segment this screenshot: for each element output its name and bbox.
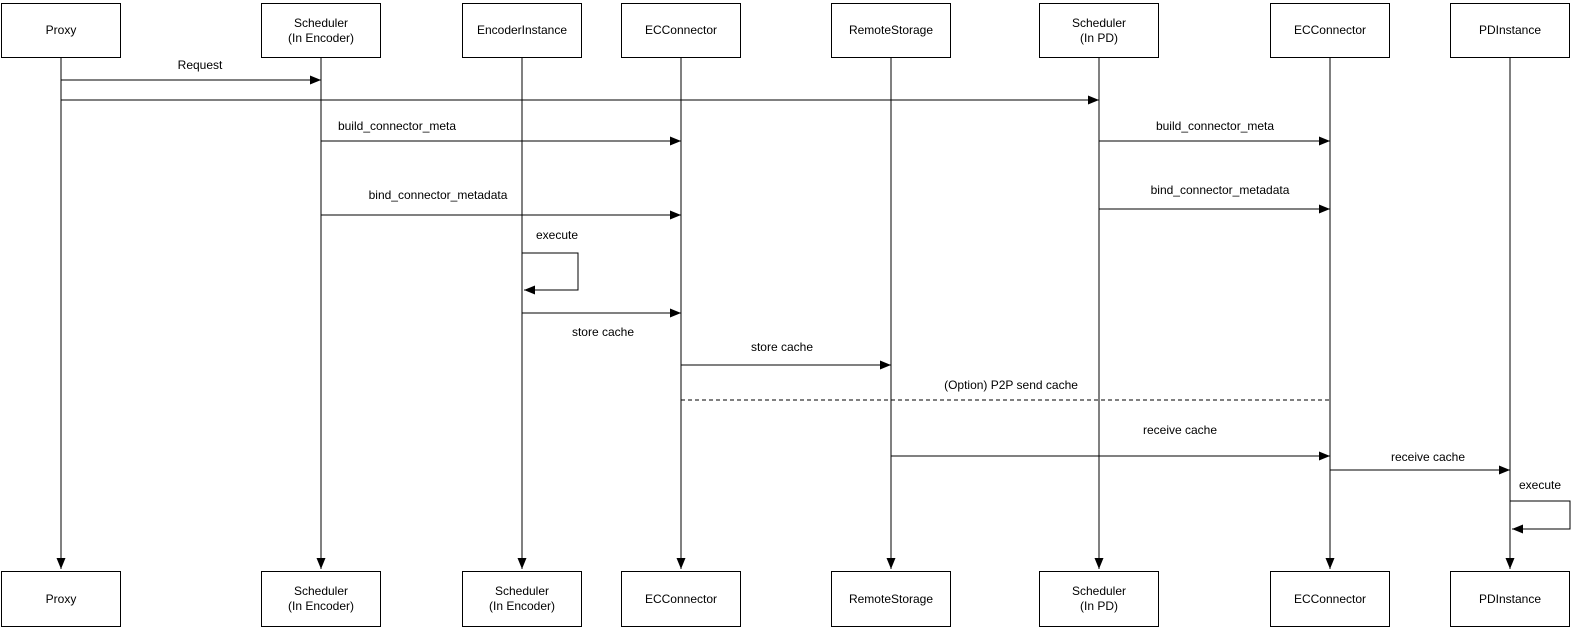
message-label-build-connector-meta-left: build_connector_meta [336, 119, 458, 133]
actor-top-ecconnector-2: ECConnector [1270, 3, 1390, 58]
actor-top-remotestorage: RemoteStorage [831, 3, 951, 58]
message-label-execute-pd: execute [1517, 478, 1563, 492]
actor-top-encoderinstance: EncoderInstance [462, 3, 582, 58]
arrow-execute-encoder-self-loop [522, 252, 579, 295]
arrow-execute-pd-self-loop [1510, 500, 1571, 534]
message-label-p2p-send-cache: (Option) P2P send cache [943, 378, 1079, 392]
actor-bottom-scheduler-encoder-2: Scheduler (In Encoder) [462, 571, 582, 627]
message-label-receive-cache-ec-to-pd: receive cache [1389, 450, 1467, 464]
actor-bottom-ecconnector-2: ECConnector [1270, 571, 1390, 627]
message-label-store-cache-encoder-to-ec: store cache [570, 325, 636, 339]
message-label-execute-encoder: execute [534, 228, 580, 242]
message-label-receive-cache-remote-to-ec: receive cache [1141, 423, 1219, 437]
message-label-request: Request [176, 58, 224, 72]
actor-bottom-scheduler-pd: Scheduler (In PD) [1039, 571, 1159, 627]
actor-bottom-proxy: Proxy [1, 571, 121, 627]
actor-bottom-pdinstance: PDInstance [1450, 571, 1570, 627]
actor-top-scheduler-pd: Scheduler (In PD) [1039, 3, 1159, 58]
message-label-bind-connector-metadata-left: bind_connector_metadata [367, 188, 509, 202]
actor-top-pdinstance: PDInstance [1450, 3, 1570, 58]
actor-top-scheduler-encoder: Scheduler (In Encoder) [261, 3, 381, 58]
message-label-build-connector-meta-right: build_connector_meta [1154, 119, 1276, 133]
actor-bottom-remotestorage: RemoteStorage [831, 571, 951, 627]
actor-top-ecconnector-1: ECConnector [621, 3, 741, 58]
actor-top-proxy: Proxy [1, 3, 121, 58]
actor-bottom-scheduler-encoder: Scheduler (In Encoder) [261, 571, 381, 627]
actor-bottom-ecconnector-1: ECConnector [621, 571, 741, 627]
message-label-store-cache-ec-to-remote: store cache [749, 340, 815, 354]
message-label-bind-connector-metadata-right: bind_connector_metadata [1149, 183, 1291, 197]
